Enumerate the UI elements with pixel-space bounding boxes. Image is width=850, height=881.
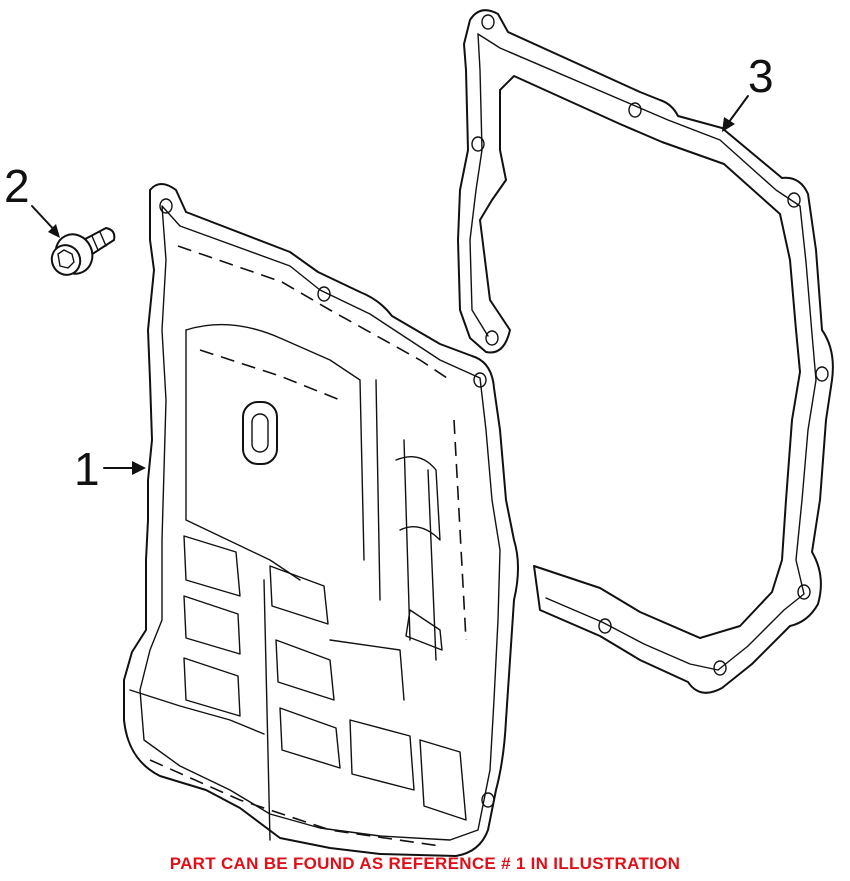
- oil-pan-part: [123, 183, 519, 857]
- ref-label-1: 1: [74, 443, 146, 495]
- reference-caption: PART CAN BE FOUND AS REFERENCE # 1 IN IL…: [169, 854, 681, 873]
- ref-number-1: 1: [74, 443, 100, 495]
- ref-label-3: 3: [722, 50, 774, 132]
- ref-label-2: 2: [4, 160, 60, 238]
- gasket-part: [457, 9, 834, 694]
- ref-number-2: 2: [4, 160, 30, 212]
- bolt-part: [50, 227, 116, 276]
- ref-number-3: 3: [748, 50, 774, 102]
